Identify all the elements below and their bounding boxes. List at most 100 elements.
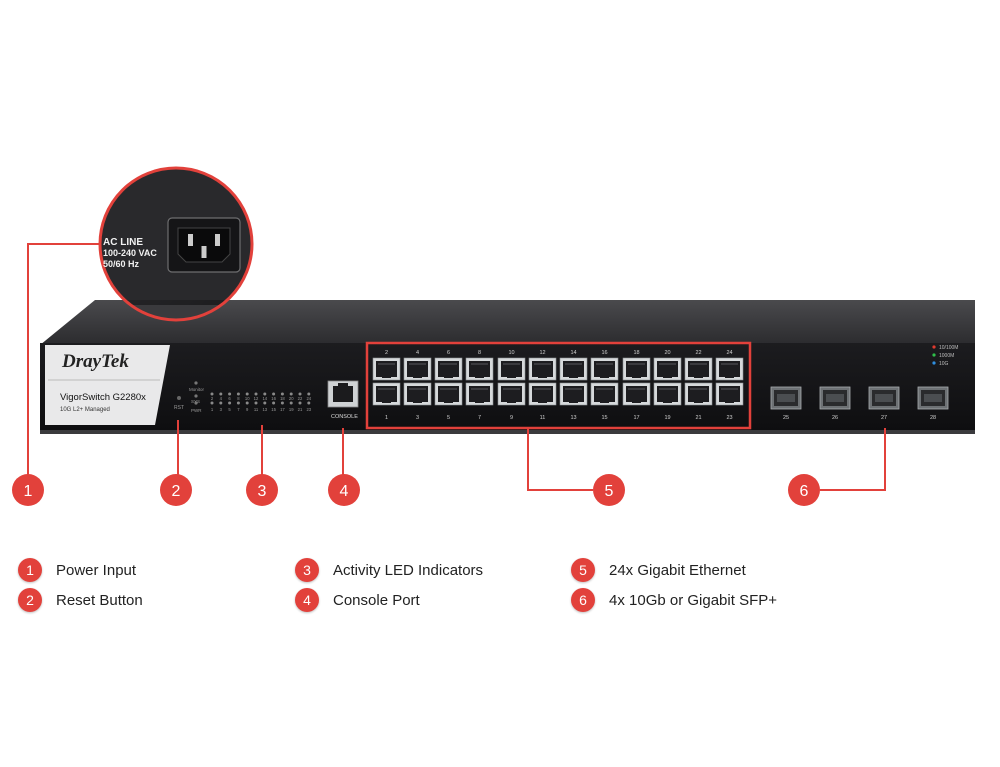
monitor-label: Monitor (189, 387, 205, 392)
legend-number-6: 6 (571, 588, 595, 612)
ethernet-port-2[interactable] (372, 357, 401, 381)
legend-label-4: Console Port (333, 591, 420, 609)
ethernet-port-15[interactable] (590, 382, 619, 406)
ethernet-port-18[interactable] (622, 357, 651, 381)
ethernet-port-24[interactable] (715, 357, 744, 381)
callout-2-number: 2 (172, 483, 181, 500)
led-number-top: 10 (245, 396, 250, 401)
port-number-top: 6 (447, 350, 450, 356)
sfp-number: 27 (881, 415, 887, 421)
callout-3-number: 3 (258, 483, 267, 500)
sfp-port-28[interactable] (917, 386, 949, 410)
led-number-top: 22 (298, 396, 303, 401)
reset-label: RST (174, 405, 184, 411)
console-port[interactable] (327, 380, 359, 408)
sfp-port-27[interactable] (868, 386, 900, 410)
speed-legend-dot (932, 361, 936, 365)
led-port-15 (272, 401, 276, 405)
ethernet-port-6[interactable] (434, 357, 463, 381)
ethernet-port-12[interactable] (528, 357, 557, 381)
led-number-bottom: 1 (211, 407, 214, 412)
sfp-port-26[interactable] (819, 386, 851, 410)
speed-legend-label: 10/100M (939, 345, 958, 351)
legend-label-1: Power Input (56, 561, 137, 579)
ethernet-port-19[interactable] (653, 382, 682, 406)
ethernet-port-8[interactable] (465, 357, 494, 381)
ethernet-port-1[interactable] (372, 382, 401, 406)
led-port-14 (263, 392, 267, 396)
ethernet-port-10[interactable] (497, 357, 526, 381)
speed-legend-dot (932, 345, 936, 349)
led-port-16 (272, 392, 276, 396)
led-number-bottom: 13 (262, 407, 267, 412)
led-port-5 (228, 401, 232, 405)
led-port-10 (245, 392, 249, 396)
pwr-label: PWR (191, 408, 202, 413)
ethernet-port-9[interactable] (497, 382, 526, 406)
led-number-bottom: 7 (237, 407, 240, 412)
legend-label-5: 24x Gigabit Ethernet (609, 561, 746, 579)
led-number-top: 4 (220, 396, 223, 401)
legend-item-1: 1 Power Input (18, 558, 136, 582)
legend-number-2: 2 (18, 588, 42, 612)
sfp-number: 26 (832, 415, 838, 421)
console-label: CONSOLE (331, 414, 358, 420)
ethernet-port-20[interactable] (653, 357, 682, 381)
led-port-12 (254, 392, 258, 396)
led-port-24 (307, 392, 311, 396)
callout-4-number: 4 (340, 483, 349, 500)
pwr-led (194, 401, 198, 405)
port-number-top: 14 (570, 350, 576, 356)
port-number-top: 4 (416, 350, 419, 356)
port-number-top: 20 (664, 350, 670, 356)
led-port-18 (280, 392, 284, 396)
legend-label-6: 4x 10Gb or Gigabit SFP+ (609, 591, 778, 609)
power-socket (167, 217, 241, 273)
port-number-top: 8 (478, 350, 481, 356)
port-number-top: 10 (508, 350, 514, 356)
ethernet-port-16[interactable] (590, 357, 619, 381)
led-number-bottom: 5 (228, 407, 231, 412)
port-number-bottom: 13 (570, 415, 576, 421)
ethernet-port-7[interactable] (465, 382, 494, 406)
monitor-led (194, 381, 198, 385)
ethernet-port-17[interactable] (622, 382, 651, 406)
led-port-4 (219, 392, 223, 396)
speed-legend-label: 10G (939, 361, 949, 367)
ethernet-port-5[interactable] (434, 382, 463, 406)
ethernet-port-3[interactable] (403, 382, 432, 406)
callout-6-number: 6 (800, 483, 809, 500)
callout-5: 5 (593, 474, 625, 506)
legend-item-3: 3 Activity LED Indicators (295, 558, 483, 582)
led-number-bottom: 17 (280, 407, 285, 412)
legend-number-5: 5 (571, 558, 595, 582)
callout-1: 1 (12, 474, 44, 506)
port-number-bottom: 1 (385, 415, 388, 421)
ethernet-port-23[interactable] (715, 382, 744, 406)
leader-line-6 (820, 428, 886, 491)
ethernet-port-13[interactable] (559, 382, 588, 406)
model-label-plate: DrayTek VigorSwitch G2280x 10G L2+ Manag… (45, 345, 170, 425)
ethernet-port-21[interactable] (684, 382, 713, 406)
sfp-port-25[interactable] (770, 386, 802, 410)
led-port-22 (298, 392, 302, 396)
led-port-19 (289, 401, 293, 405)
legend-number-4: 4 (295, 588, 319, 612)
led-number-top: 16 (271, 396, 276, 401)
reset-button[interactable] (177, 396, 181, 400)
port-number-top: 16 (601, 350, 607, 356)
led-number-top: 12 (254, 396, 259, 401)
led-port-21 (298, 401, 302, 405)
ethernet-port-14[interactable] (559, 357, 588, 381)
ethernet-port-11[interactable] (528, 382, 557, 406)
callout-5-number: 5 (605, 483, 614, 500)
port-number-bottom: 5 (447, 415, 450, 421)
led-number-bottom: 23 (306, 407, 311, 412)
ethernet-port-4[interactable] (403, 357, 432, 381)
legend-number-3: 3 (295, 558, 319, 582)
led-port-20 (289, 392, 293, 396)
ethernet-port-22[interactable] (684, 357, 713, 381)
led-number-top: 24 (306, 396, 311, 401)
power-spec-line-1: AC LINE (103, 237, 143, 248)
port-number-top: 24 (726, 350, 732, 356)
